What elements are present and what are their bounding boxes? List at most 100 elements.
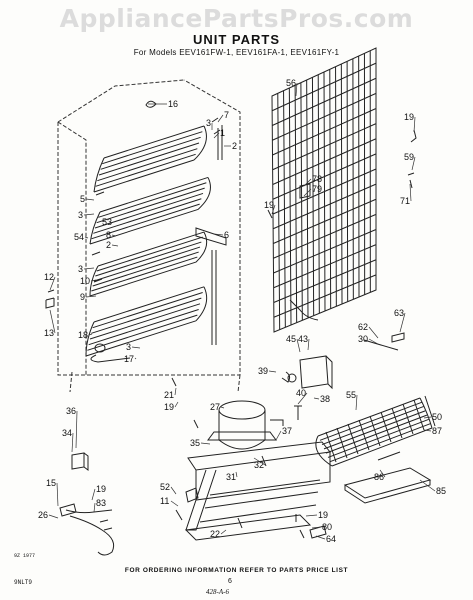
callout-label: 30 <box>358 334 368 344</box>
callout-leader <box>213 132 220 139</box>
callout-label: 10 <box>80 276 90 286</box>
callout-leader <box>93 502 96 513</box>
callout-label: 34 <box>62 428 72 438</box>
callout-label: 19 <box>96 484 106 494</box>
callout-label: 71 <box>400 196 410 206</box>
callout-label: 17 <box>124 354 134 364</box>
callout-label: 64 <box>326 534 336 544</box>
cabinet-outline <box>57 79 241 393</box>
callout-leader <box>170 500 179 507</box>
callout-label: 85 <box>436 486 446 496</box>
callout-leader <box>409 183 412 202</box>
tube-assembly <box>90 125 227 363</box>
callout-label: 7 <box>224 110 229 120</box>
drain-pan <box>343 467 432 504</box>
callout-label: 50 <box>432 412 442 422</box>
evaporator-shelves <box>85 125 211 357</box>
callout-label: 8 <box>106 230 111 240</box>
callout-label: 43 <box>298 334 308 344</box>
callout-label: 19 <box>404 112 414 122</box>
form-number: 428-A-6 <box>206 588 229 596</box>
callout-label: 80 <box>322 522 332 532</box>
callout-leader <box>111 234 117 237</box>
callout-leader <box>91 488 96 501</box>
callout-label: 3 <box>206 118 211 128</box>
callout-label: 55 <box>346 390 356 400</box>
drawing-date-code: 9Z 1977 <box>14 553 36 559</box>
callout-leader <box>85 198 95 201</box>
drawing-code: 9NLT9 <box>14 579 33 586</box>
callout-leader <box>411 156 416 171</box>
callout-label: 19 <box>164 402 174 412</box>
callout-leader <box>88 333 93 336</box>
callout-label: 21 <box>164 390 174 400</box>
callout-leader <box>303 178 312 187</box>
callout-label: 56 <box>286 78 296 88</box>
callout-leader <box>399 312 406 333</box>
callout-leader <box>220 529 227 535</box>
callout-leader <box>200 442 211 445</box>
page-number: 6 <box>228 578 232 585</box>
callout-label: 31 <box>226 472 236 482</box>
callout-label: 12 <box>44 272 54 282</box>
callout-label: 2 <box>106 240 111 250</box>
callout-leader <box>84 236 89 239</box>
callout-label: 35 <box>190 438 200 448</box>
fasteners <box>45 100 417 539</box>
callout-leader <box>297 392 308 405</box>
condenser <box>271 47 377 333</box>
callout-leader <box>217 114 224 123</box>
callout-label: 13 <box>44 328 54 338</box>
callout-leader <box>419 479 436 492</box>
base-rail-assembly <box>184 441 331 541</box>
callout-label: 11 <box>160 496 169 506</box>
callout-label: 2 <box>232 141 237 151</box>
callout-leader <box>423 429 432 432</box>
callout-label: 86 <box>374 472 384 482</box>
callout-leader <box>111 244 119 247</box>
callout-label: 3 <box>78 210 83 220</box>
callout-leader <box>307 338 310 351</box>
callout-label: 78 <box>312 174 322 184</box>
lower-coil <box>315 395 436 467</box>
callout-label: 19 <box>318 510 328 520</box>
callout-label: 62 <box>358 322 368 332</box>
callout-leader <box>275 430 282 441</box>
callout-label: 6 <box>224 230 229 240</box>
callout-leader <box>71 432 74 453</box>
callout-leader <box>271 204 276 215</box>
callout-leader <box>423 416 432 419</box>
callout-label: 1 <box>220 128 225 138</box>
callout-leader <box>253 457 266 466</box>
power-cord <box>59 503 115 556</box>
callout-label: 53 <box>102 217 112 227</box>
relay-box <box>287 355 333 390</box>
callout-leader <box>48 514 59 519</box>
callout-label: 37 <box>282 426 292 436</box>
callout-leader <box>90 279 97 282</box>
callout-label: 32 <box>254 460 264 470</box>
callout-label: 26 <box>38 510 48 520</box>
callout-leader <box>311 526 322 529</box>
shelf-4 <box>85 286 208 357</box>
callout-label: 45 <box>286 334 296 344</box>
callout-label: 79 <box>312 184 322 194</box>
callout-label: 3 <box>78 264 83 274</box>
callout-label: 19 <box>264 200 274 210</box>
callout-label: 36 <box>66 406 76 416</box>
callout-label: 87 <box>432 426 442 436</box>
callout-leader <box>315 535 326 540</box>
callout-label: 39 <box>258 366 268 376</box>
callout-leader <box>170 486 177 495</box>
callout-leader <box>295 82 298 97</box>
callout-label: 63 <box>394 308 404 318</box>
callout-label: 83 <box>96 498 106 508</box>
shelf-1 <box>93 125 207 193</box>
callout-leader <box>174 387 177 396</box>
callout-leader <box>174 401 179 408</box>
callout-label: 59 <box>404 152 414 162</box>
callout-leader <box>83 267 95 270</box>
shelf-2 <box>89 176 211 245</box>
